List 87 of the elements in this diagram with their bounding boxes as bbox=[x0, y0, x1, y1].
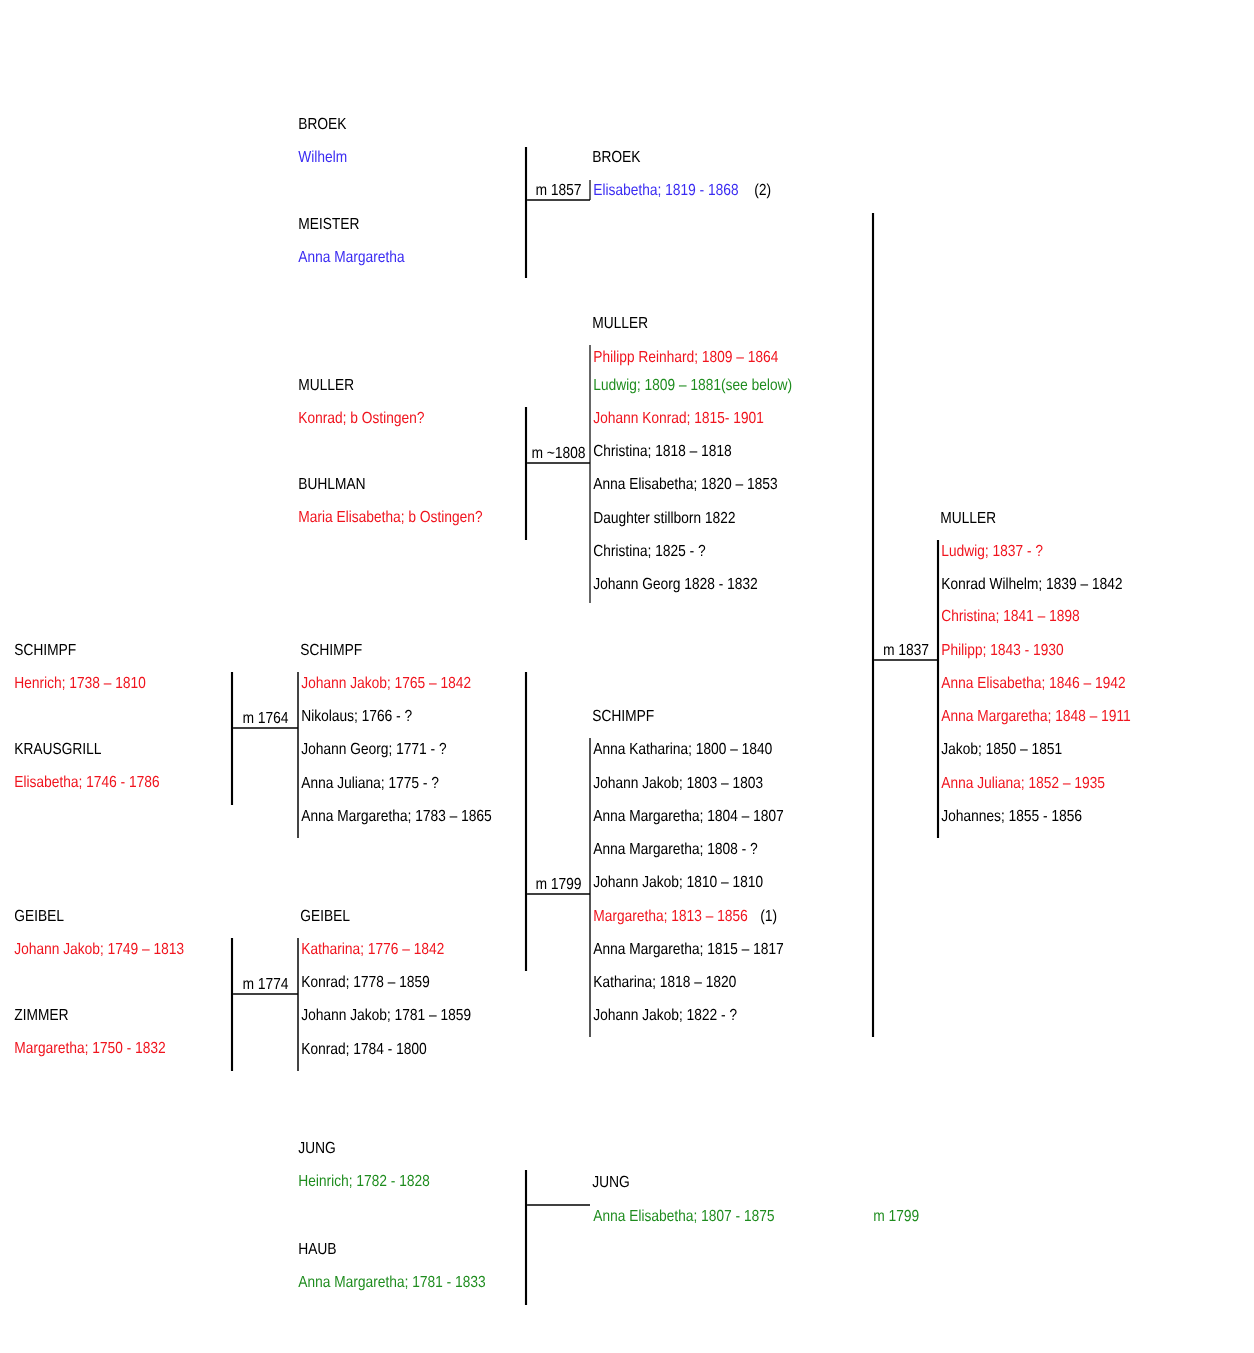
marriage-bar bbox=[871, 213, 875, 1037]
child-name: Christina; 1841 – 1898 bbox=[941, 609, 1080, 624]
surname-heading: MULLER bbox=[299, 379, 354, 391]
surname-heading: JUNG bbox=[298, 1141, 335, 1154]
child-name: Konrad; 1784 - 1800 bbox=[302, 1042, 427, 1057]
connector-line bbox=[526, 462, 591, 464]
surname-heading: ZIMMER bbox=[14, 1009, 68, 1020]
child-name: Daughter stillborn 1822 bbox=[594, 511, 735, 527]
child-name: Johann Jakob; 1803 – 1803 bbox=[593, 776, 763, 791]
person-name: Maria Elisabetha; b Ostingen? bbox=[299, 510, 483, 526]
surname-heading: HAUB bbox=[299, 1243, 336, 1255]
marriage-bar bbox=[524, 407, 528, 540]
child-name: Anna Elisabetha; 1807 - 1875 bbox=[593, 1209, 774, 1224]
child-name: Elisabetha; 1819 - 1868 bbox=[594, 183, 738, 198]
surname-heading: BUHLMAN bbox=[299, 478, 365, 490]
child-name: Katharina; 1776 – 1842 bbox=[302, 942, 444, 957]
child-name: Margaretha; 1813 – 1856 bbox=[594, 909, 748, 925]
child-name: Katharina; 1818 – 1820 bbox=[594, 975, 736, 990]
surname-heading: GEIBEL bbox=[300, 909, 350, 922]
marriage-date: m ~1808 bbox=[530, 445, 587, 460]
connector-line bbox=[526, 199, 591, 201]
child-name: Johann Jakob; 1765 – 1842 bbox=[301, 676, 471, 691]
marriage-bar bbox=[230, 672, 234, 805]
person-name: Johann Jakob; 1749 – 1813 bbox=[14, 942, 184, 957]
child-name: Johann Jakob; 1781 – 1859 bbox=[301, 1008, 471, 1023]
child-name: Nikolaus; 1766 - ? bbox=[302, 709, 412, 724]
surname-heading: SCHIMPF bbox=[592, 709, 654, 722]
child-name: Christina; 1825 - ? bbox=[593, 544, 706, 559]
person-name: Anna Margaretha bbox=[298, 250, 405, 266]
person-name: Heinrich; 1782 - 1828 bbox=[299, 1174, 430, 1189]
marriage-date: m 1764 bbox=[241, 710, 290, 725]
marriage-bar bbox=[230, 938, 234, 1071]
child-name: Johann Georg 1828 - 1832 bbox=[593, 577, 758, 593]
child-name: Anna Elisabetha; 1846 – 1942 bbox=[941, 676, 1125, 691]
child-name: Johannes; 1855 - 1856 bbox=[941, 809, 1082, 824]
surname-heading: JUNG bbox=[592, 1175, 629, 1188]
connector-line bbox=[873, 659, 939, 661]
surname-heading: MEISTER bbox=[299, 217, 359, 230]
connector-line bbox=[526, 1204, 591, 1206]
child-name: Christina; 1818 – 1818 bbox=[593, 444, 732, 459]
child-name: Ludwig; 1809 – 1881(see below) bbox=[594, 378, 792, 394]
child-name: Johann Jakob; 1810 – 1810 bbox=[593, 875, 763, 890]
surname-heading: KRAUSGRILL bbox=[15, 742, 101, 755]
child-name: Philipp; 1843 - 1930 bbox=[942, 643, 1064, 659]
person-name: Henrich; 1738 – 1810 bbox=[15, 676, 146, 691]
connector-line bbox=[232, 727, 299, 729]
surname-heading: SCHIMPF bbox=[14, 643, 76, 656]
child-name: Anna Margaretha; 1815 – 1817 bbox=[593, 942, 784, 958]
child-name: Johann Jakob; 1822 - ? bbox=[593, 1008, 737, 1023]
marriage-date: m 1857 bbox=[534, 182, 583, 197]
person-name: Margaretha; 1750 - 1832 bbox=[15, 1041, 165, 1057]
child-name: Anna Elisabetha; 1820 – 1853 bbox=[593, 477, 777, 492]
person-name: Konrad; b Ostingen? bbox=[299, 411, 424, 427]
child-name: Johann Georg; 1771 - ? bbox=[301, 742, 447, 758]
marriage-date: m 1799 bbox=[534, 876, 583, 891]
connector-line bbox=[526, 893, 591, 895]
surname-heading: BROEK bbox=[299, 117, 347, 130]
note-number: (1) bbox=[761, 909, 777, 925]
child-name: Ludwig; 1837 - ? bbox=[942, 544, 1043, 560]
child-name: Philipp Reinhard; 1809 – 1864 bbox=[594, 350, 778, 366]
child-name: Anna Juliana; 1852 – 1935 bbox=[941, 776, 1105, 791]
person-name: Elisabetha; 1746 - 1786 bbox=[15, 775, 159, 790]
child-name: Anna Margaretha; 1783 – 1865 bbox=[301, 809, 492, 825]
child-name: Anna Margaretha; 1804 – 1807 bbox=[593, 809, 784, 825]
marriage-date: m 1837 bbox=[881, 642, 931, 657]
surname-heading: GEIBEL bbox=[14, 909, 64, 922]
marriage-bar bbox=[524, 672, 528, 971]
marriage-bar bbox=[524, 1170, 528, 1305]
child-name: Anna Margaretha; 1808 - ? bbox=[593, 842, 758, 858]
child-name: Konrad Wilhelm; 1839 – 1842 bbox=[942, 577, 1122, 592]
person-name: Anna Margaretha; 1781 - 1833 bbox=[298, 1275, 486, 1291]
marriage-bar bbox=[524, 147, 528, 278]
child-name: Anna Juliana; 1775 - ? bbox=[301, 776, 439, 791]
child-name: Konrad; 1778 – 1859 bbox=[302, 975, 430, 990]
surname-heading: MULLER bbox=[941, 512, 996, 524]
person-name: Wilhelm bbox=[298, 150, 347, 163]
child-name: Anna Margaretha; 1848 – 1911 bbox=[941, 709, 1131, 725]
surname-heading: SCHIMPF bbox=[300, 643, 362, 656]
note-number: (2) bbox=[755, 183, 771, 199]
child-name: Johann Konrad; 1815- 1901 bbox=[593, 411, 764, 426]
child-name: Anna Katharina; 1800 – 1840 bbox=[593, 742, 772, 757]
child-name: Jakob; 1850 – 1851 bbox=[941, 742, 1062, 757]
marriage-date: m 1774 bbox=[241, 976, 290, 991]
marriage-date: m 1799 bbox=[874, 1209, 919, 1222]
connector-line bbox=[232, 993, 299, 995]
surname-heading: MULLER bbox=[593, 317, 648, 329]
surname-heading: BROEK bbox=[593, 150, 641, 163]
